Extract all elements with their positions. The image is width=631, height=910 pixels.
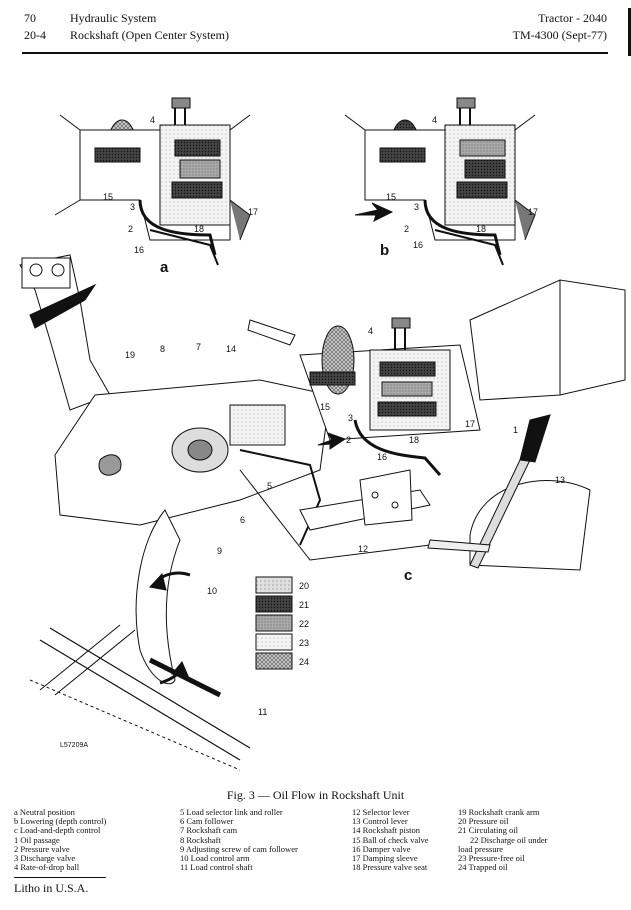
legend-item: 3 Discharge valve [14, 853, 76, 864]
rockshaft-illustration: 20 21 22 23 24 a b c 4 15 3 2 18 17 16 4… [19, 97, 626, 771]
callout-10: 10 [207, 586, 217, 596]
callout-2: 2 [404, 224, 409, 234]
swatch-label-23: 23 [299, 638, 309, 648]
callout-19: 19 [125, 350, 135, 360]
swatch-21-circulating-oil [255, 595, 293, 613]
callout-16: 16 [377, 452, 387, 462]
inset-b-callouts: 4 15 3 2 18 17 16 [386, 115, 538, 250]
callout-2: 2 [128, 224, 133, 234]
legend-item: 12 Selector lever [352, 807, 410, 817]
swatch-label-20: 20 [299, 581, 309, 591]
legend-item: 13 Control lever [352, 816, 408, 827]
callout-17: 17 [465, 419, 475, 429]
swatch-label-24: 24 [299, 657, 309, 667]
view-c-letter: c [404, 567, 412, 584]
legend-item: 18 Pressure valve seat [352, 862, 428, 873]
swatch-label-21: 21 [299, 600, 309, 610]
callout-6: 6 [240, 515, 245, 525]
legend-item: 11 Load control shaft [180, 862, 253, 873]
callout-18: 18 [476, 224, 486, 234]
legend-item: 21 Circulating oil [458, 825, 518, 836]
section-title: Hydraulic System [70, 11, 157, 25]
legend-item: load pressure [458, 843, 504, 854]
legend-item: 7 Rockshaft cam [180, 825, 238, 836]
legend-item: 5 Load selector link and roller [180, 807, 283, 817]
swatch-20-pressure-oil [255, 576, 293, 594]
legend-item: 17 Damping sleeve [352, 853, 418, 864]
swatch-label-22: 22 [299, 619, 309, 629]
callout-7: 7 [196, 342, 201, 352]
margin-bar [628, 8, 631, 56]
model-name: Tractor - 2040 [538, 11, 607, 25]
callout-3: 3 [130, 202, 135, 212]
legend-item: 9 Adjusting screw of cam follower [180, 843, 298, 854]
callout-11: 11 [258, 707, 267, 717]
inset-b-drawing [344, 97, 536, 266]
callout-15: 15 [103, 192, 113, 202]
callout-16: 16 [413, 240, 423, 250]
legend-column-1: a Neutral position b Lowering (depth con… [14, 807, 107, 873]
callout-15: 15 [386, 192, 396, 202]
callout-14: 14 [226, 344, 236, 354]
figure-caption: Fig. 3 — Oil Flow in Rockshaft Unit [226, 788, 405, 802]
figure-code: L57209A [60, 742, 88, 749]
legend-column-3: 12 Selector lever 13 Control lever 14 Ro… [352, 807, 429, 873]
callout-5: 5 [267, 481, 272, 491]
inset-a-letter: a [160, 259, 169, 276]
callout-4: 4 [432, 115, 437, 125]
legend-column-4: 19 Rockshaft crank arm 20 Pressure oil 2… [458, 807, 548, 873]
callout-1: 1 [513, 425, 518, 435]
subsection-number: 20-4 [24, 28, 46, 42]
manual-code: TM-4300 (Sept-77) [512, 28, 607, 42]
callout-12: 12 [358, 544, 368, 554]
inset-a-callouts: 4 15 3 2 18 17 16 [103, 115, 258, 255]
legend-item: 22 Discharge oil under [470, 834, 548, 845]
swatch-24-trapped-oil [255, 652, 293, 670]
callout-18: 18 [194, 224, 204, 234]
page-number: 70 [24, 11, 36, 25]
legend-item: c Load-and-depth control [14, 825, 101, 836]
callout-17: 17 [528, 207, 538, 217]
callout-9: 9 [217, 546, 222, 556]
callout-3: 3 [414, 202, 419, 212]
legend-item: 14 Rockshaft piston [352, 825, 420, 836]
legend-item: 10 Load control arm [180, 853, 250, 864]
callout-4: 4 [150, 115, 155, 125]
callout-17: 17 [248, 207, 258, 217]
callout-15: 15 [320, 402, 330, 412]
legend-item: 6 Cam follower [180, 816, 234, 827]
legend-item: 23 Pressure-free oil [458, 853, 525, 864]
callout-3: 3 [348, 413, 353, 423]
swatch-22-discharge-oil [255, 614, 293, 632]
callout-18: 18 [409, 435, 419, 445]
legend-item: b Lowering (depth control) [14, 816, 107, 827]
header-rule [22, 52, 608, 54]
legend-item: 19 Rockshaft crank arm [458, 807, 540, 817]
subsection-title: Rockshaft (Open Center System) [70, 28, 229, 42]
legend-column-2: 5 Load selector link and roller 6 Cam fo… [180, 807, 298, 873]
legend-item: 24 Trapped oil [458, 862, 508, 873]
callout-2: 2 [346, 435, 351, 445]
legend-item: 4 Rate-of-drop ball [14, 862, 80, 873]
main-view-drawing [19, 254, 626, 771]
callout-4: 4 [368, 326, 373, 336]
litho-note: Litho in U.S.A. [14, 881, 89, 895]
legend-item: 8 Rockshaft [180, 834, 221, 845]
callout-13: 13 [555, 475, 565, 485]
footer-rule [14, 877, 106, 878]
main-callouts: 19 8 7 14 4 15 3 2 18 17 1 16 13 5 6 9 1… [125, 326, 565, 717]
legend-item: a Neutral position [14, 807, 75, 817]
legend-item: 20 Pressure oil [458, 816, 509, 827]
legend-item: 15 Ball of check valve [352, 834, 429, 845]
legend-item: 1 Oil passage [14, 834, 60, 845]
callout-8: 8 [160, 344, 165, 354]
inset-b-letter: b [380, 242, 389, 259]
legend-item: 16 Damper valve [352, 843, 411, 854]
inset-a-drawing [54, 97, 251, 266]
legend-item: 2 Pressure valve [14, 843, 70, 854]
callout-16: 16 [134, 245, 144, 255]
swatch-23-pressure-free-oil [255, 633, 293, 651]
